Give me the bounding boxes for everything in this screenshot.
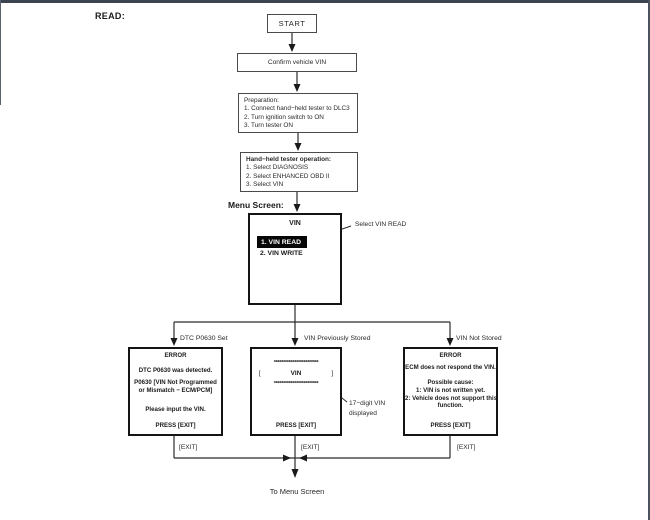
error-right-line-4: 2: Vehicle does not support this [405,394,498,402]
error-right-line-5: function. [437,402,464,409]
to-menu-screen-label: To Menu Screen [269,487,325,496]
error-right-title: ERROR [439,352,462,359]
exit-label-center: [EXIT] [301,444,320,451]
tester-operation-step-3: 3. Select VIN [246,181,284,189]
branch-label-dtc-set: DTC P0630 Set [180,335,228,342]
error-left-line-3: or Mismatch − ECM/PCM] [138,386,213,394]
page-right-edge [648,0,650,520]
confirm-vin-node: Confirm vehicle VIN [237,53,357,72]
vin-display-stars-top: ************************ [273,360,319,366]
select-vin-read-callout: Select VIN READ [355,221,407,228]
confirm-vin-label: Confirm vehicle VIN [267,59,327,66]
menu-item-vin-read-selected: 1. VIN READ [257,236,308,248]
preparation-step-3: 3. Turn tester ON [244,122,294,130]
menu-screen-label: Menu Screen: [228,200,284,210]
preparation-step-2: 2. Turn ignition switch to ON [244,113,324,121]
vin-bracket-left: [ [259,370,261,377]
exit-label-right: [EXIT] [457,444,476,451]
vin-display-stars-bottom: ************************ [273,381,319,387]
branch-label-vin-stored: VIN Previously Stored [304,335,371,342]
vin-digit-callout-line-1: 17−digit VIN [349,400,386,407]
error-left-press-exit: PRESS [EXIT] [155,422,196,429]
tester-operation-title: Hand−held tester operation: [246,156,332,163]
preparation-title: Preparation: [244,97,279,104]
page-top-rule [0,0,650,3]
tester-operation-node: Hand−held tester operation: 1. Select DI… [240,152,358,192]
exit-label-left: [EXIT] [179,444,198,451]
preparation-step-1: 1. Connect hand−held tester to DLC3 [244,105,350,113]
start-node-label: START [278,19,306,28]
vin-display-screen: ************************ [ VIN ] *******… [250,347,342,436]
menu-item-vin-write: 2. VIN WRITE [260,250,303,257]
error-screen-no-response: ERROR ECM does not respond the VIN. Poss… [403,347,498,436]
vin-display-value: VIN [290,370,302,377]
vin-bracket-right: ] [331,370,333,377]
error-screen-dtc-p0630: ERROR DTC P0630 was detected. P0630 [VIN… [128,347,223,436]
error-right-press-exit: PRESS [EXIT] [430,422,471,429]
branch-label-vin-not-stored: VIN Not Stored [456,335,502,342]
page-left-edge [0,0,1,105]
error-right-line-1: ECM does not respond the VIN. [405,364,496,371]
preparation-node: Preparation: 1. Connect hand−held tester… [238,93,358,133]
vin-menu-title: VIN [289,220,301,227]
error-right-line-3: 1: VIN is not written yet. [415,387,486,394]
tester-operation-step-1: 1. Select DIAGNOSIS [246,164,309,172]
vin-display-row: [ VIN ] [259,370,333,377]
error-left-title: ERROR [164,352,187,359]
error-left-line-2: P0630 [VIN Not Programmed [134,379,217,386]
vin-menu-screen: VIN 1. VIN READ 2. VIN WRITE [248,213,342,305]
tester-operation-step-2: 2. Select ENHANCED OBD II [246,172,330,180]
read-section-label: READ: [95,11,125,21]
error-right-line-2: Possible cause: [427,379,474,386]
vin-display-press-exit: PRESS [EXIT] [276,422,316,429]
error-left-line-1: DTC P0630 was detected. [138,367,213,374]
error-left-line-4: Please input the VIN. [145,406,206,413]
vin-digit-callout: 17−digit VIN displayed [349,399,385,418]
start-node: START [267,14,317,33]
vin-digit-callout-line-2: displayed [349,409,377,417]
